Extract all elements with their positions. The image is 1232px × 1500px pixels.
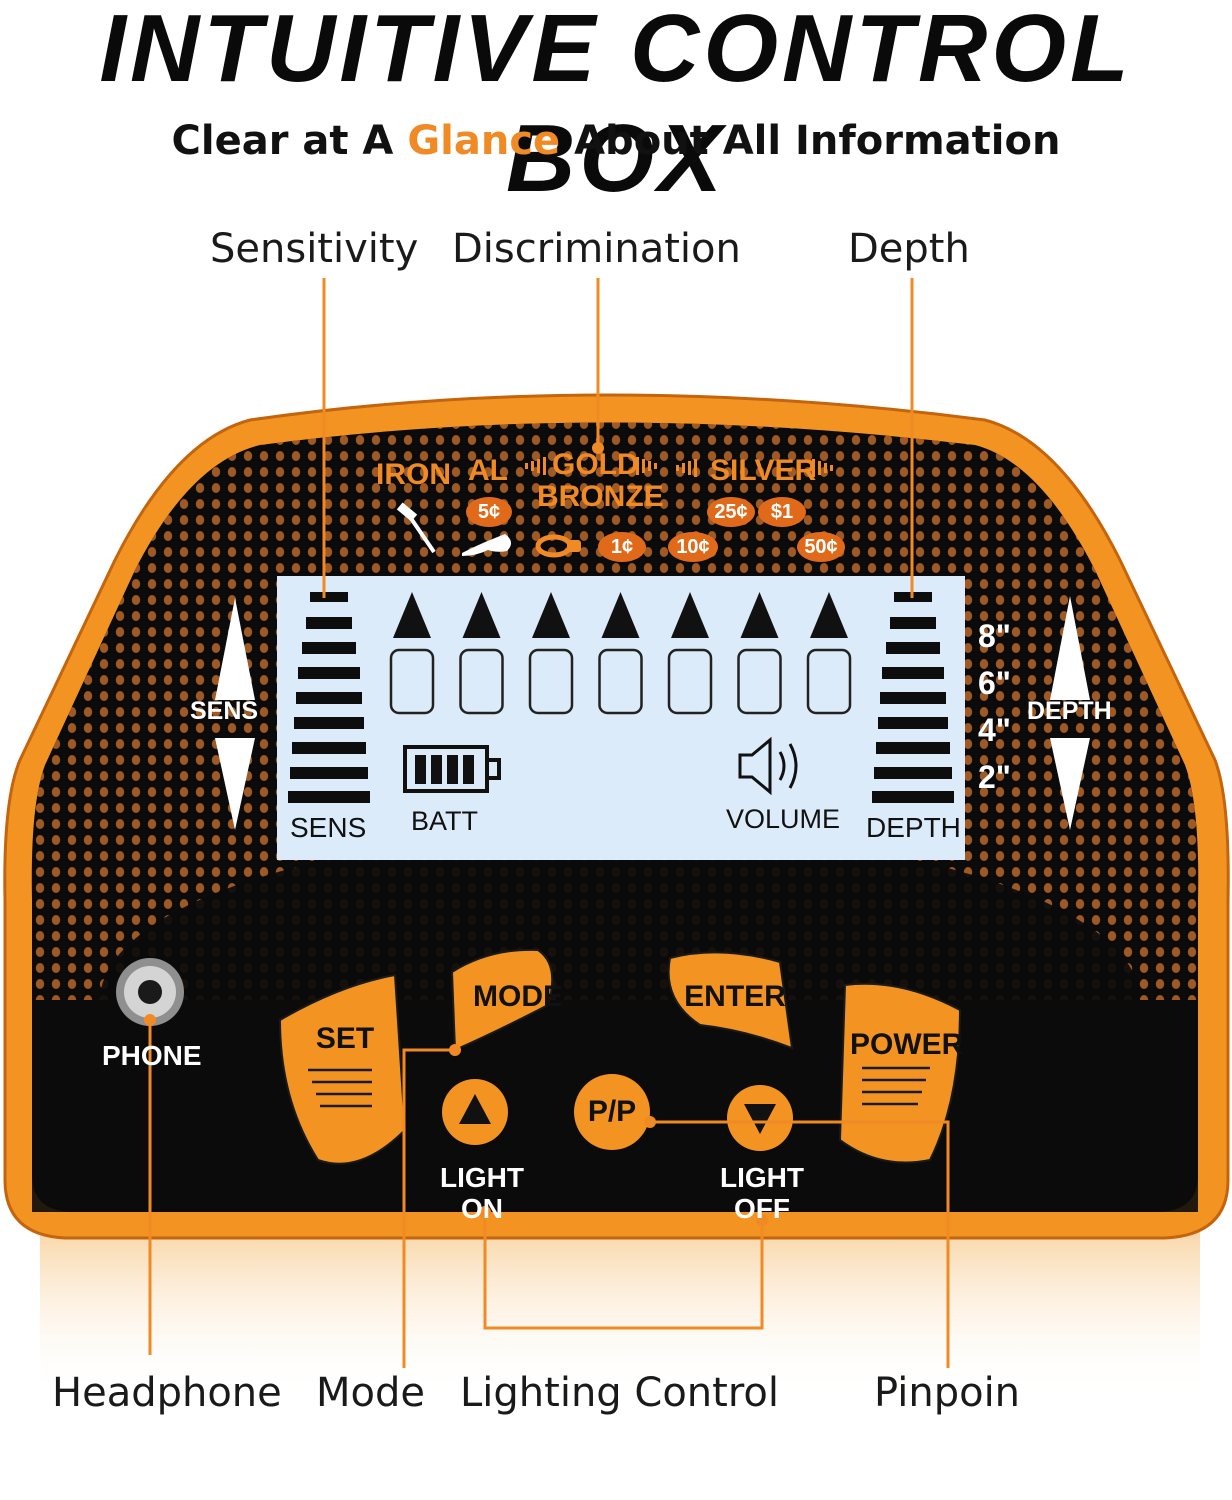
lcd-segment-box bbox=[598, 648, 643, 715]
subheadline-post: About All Information bbox=[560, 118, 1061, 164]
subheadline-highlight: Glance bbox=[407, 118, 561, 164]
label-iron: IRON bbox=[376, 458, 451, 491]
sens-down-arrow bbox=[215, 738, 255, 830]
set-button-lines bbox=[308, 1068, 372, 1108]
battery-icon bbox=[403, 745, 501, 793]
callout-depth: Depth bbox=[848, 226, 970, 272]
light-off-line-2: OFF bbox=[734, 1193, 790, 1224]
light-on-line-2: ON bbox=[461, 1193, 503, 1224]
coin-10c: 10¢ bbox=[668, 532, 718, 562]
power-button bbox=[838, 982, 962, 1164]
subheadline: Clear at A Glance About All Information bbox=[0, 118, 1232, 164]
up-triangle-icon bbox=[459, 1094, 491, 1124]
power-button-label[interactable]: POWER bbox=[850, 1028, 964, 1061]
coin-1-dollar: $1 bbox=[758, 497, 806, 527]
enter-button-label[interactable]: ENTER bbox=[684, 980, 786, 1013]
set-button-label[interactable]: SET bbox=[315, 1022, 375, 1055]
side-depth-label: DEPTH bbox=[1027, 697, 1112, 725]
light-on-label: LIGHT ON bbox=[422, 1162, 542, 1224]
headphone-jack-icon bbox=[116, 958, 184, 1026]
lcd-segment-triangle bbox=[671, 592, 709, 638]
coin-5c: 5¢ bbox=[466, 497, 512, 527]
lcd-segment-box bbox=[667, 648, 713, 715]
headline: INTUITIVE CONTROL BOX bbox=[99, 0, 1133, 212]
lcd-segment-triangle bbox=[740, 592, 779, 638]
lcd-volume-label: VOLUME bbox=[726, 804, 841, 834]
depth-mark-8: 8" bbox=[978, 618, 1011, 654]
down-triangle-icon bbox=[744, 1104, 776, 1134]
reflection bbox=[40, 1228, 1200, 1398]
depth-mark-2: 2" bbox=[978, 759, 1011, 795]
lcd-segment-triangle bbox=[393, 592, 431, 638]
leader-lines bbox=[148, 278, 950, 1368]
depth-mark-6: 6" bbox=[978, 665, 1011, 701]
depth-marks: 8" 6" 4" 2" bbox=[978, 613, 1011, 801]
speaker-icon bbox=[738, 736, 798, 796]
label-al: AL bbox=[468, 454, 508, 487]
enter-button bbox=[667, 951, 794, 1050]
callout-sensitivity: Sensitivity bbox=[210, 226, 419, 272]
coin-1c: 1¢ bbox=[598, 532, 646, 562]
subheadline-pre: Clear at A bbox=[171, 118, 408, 164]
lcd-segment-box bbox=[459, 648, 504, 715]
gold-signal-bars bbox=[525, 457, 657, 475]
lcd-depth-label: DEPTH bbox=[866, 812, 961, 843]
phone-label: PHONE bbox=[102, 1040, 202, 1071]
light-off-label: LIGHT OFF bbox=[702, 1162, 822, 1224]
lcd-segment-triangle bbox=[532, 592, 570, 638]
mode-button-label[interactable]: MODE bbox=[473, 980, 563, 1013]
light-off-line-1: LIGHT bbox=[720, 1162, 804, 1193]
lcd-sens-label: SENS bbox=[290, 812, 367, 843]
pp-button bbox=[574, 1074, 650, 1150]
light-on-line-1: LIGHT bbox=[440, 1162, 524, 1193]
callout-lighting-control: Lighting Control bbox=[460, 1370, 779, 1416]
coin-50c: 50¢ bbox=[797, 532, 845, 562]
nail-icon bbox=[396, 502, 436, 554]
coin-25c: 25¢ bbox=[707, 497, 755, 527]
label-gold: GOLD bbox=[552, 448, 639, 481]
label-bronze: BRONZE bbox=[537, 480, 664, 513]
lcd-segment-box bbox=[806, 648, 852, 715]
ring-icon bbox=[535, 534, 581, 558]
lcd-discrimination-segments bbox=[389, 592, 852, 715]
callout-headphone: Headphone bbox=[52, 1370, 282, 1416]
silver-signal-bars bbox=[676, 459, 833, 477]
label-silver: SILVER bbox=[710, 454, 817, 487]
depth-down-arrow bbox=[1050, 738, 1090, 830]
lcd-segment-box bbox=[389, 648, 435, 715]
sens-up-arrow bbox=[215, 598, 255, 700]
lcd-batt-label: BATT bbox=[411, 806, 478, 836]
mode-button bbox=[450, 948, 554, 1052]
lcd-segment-triangle bbox=[601, 592, 640, 638]
lcd-segment-triangle bbox=[462, 592, 501, 638]
lcd-segment-triangle bbox=[810, 592, 848, 638]
side-sens-label: SENS bbox=[190, 697, 259, 725]
lcd-segment-box bbox=[528, 648, 574, 715]
depth-up-arrow bbox=[1050, 596, 1090, 700]
callout-discrimination: Discrimination bbox=[452, 226, 741, 272]
lcd-segment-box bbox=[737, 648, 782, 715]
pull-tab-icon bbox=[462, 534, 512, 556]
callout-mode: Mode bbox=[316, 1370, 425, 1416]
depth-mark-4: 4" bbox=[978, 712, 1011, 748]
power-button-lines bbox=[862, 1066, 930, 1106]
pp-button-label[interactable]: P/P bbox=[587, 1095, 637, 1128]
callout-pinpoint: Pinpoin bbox=[874, 1370, 1021, 1416]
